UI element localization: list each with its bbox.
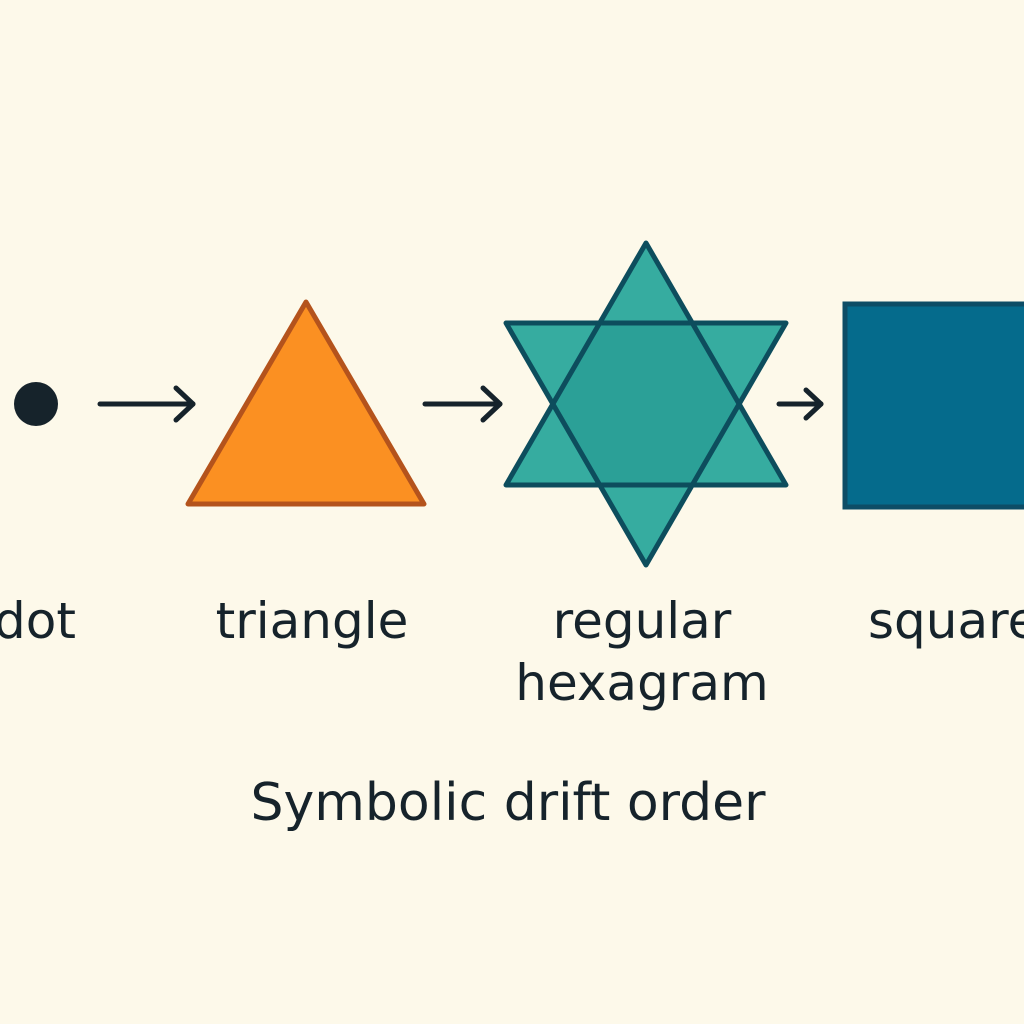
hexagram-label-line-1: regular (553, 592, 732, 650)
diagram-caption: Symbolic drift order (250, 773, 766, 833)
triangle-label: triangle (216, 592, 409, 650)
dot-label: dot (0, 592, 76, 650)
hexagram-label-line-2: hexagram (515, 654, 768, 712)
hexagram-icon (503, 240, 789, 568)
arrow-dot-to-triangle (97, 385, 196, 423)
dot-icon (14, 382, 58, 426)
square-icon (842, 301, 1024, 510)
square-label: square (868, 592, 1024, 650)
triangle-icon (185, 299, 427, 507)
arrow-hexagram-to-square (776, 387, 824, 421)
arrow-triangle-to-hexagram (422, 385, 503, 423)
